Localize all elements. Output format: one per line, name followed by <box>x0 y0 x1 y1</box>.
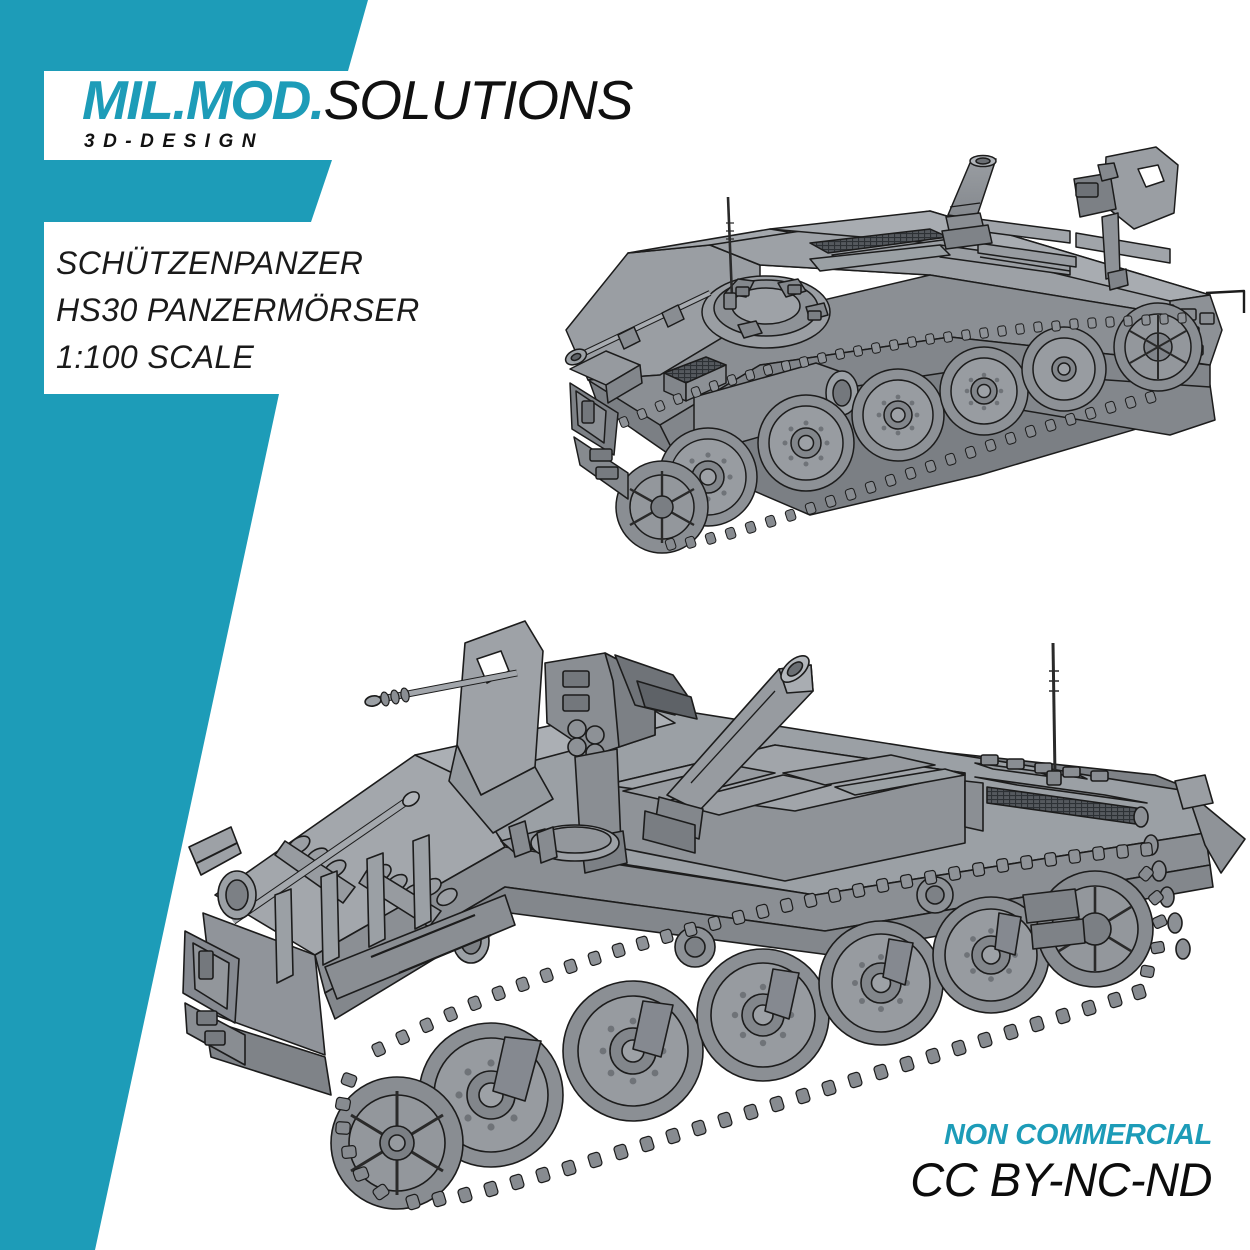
title-line-variant: HS30 PANZERMÖRSER <box>56 292 420 328</box>
logo-subtitle: 3D-DESIGN <box>84 131 264 152</box>
tank-render-front-view <box>182 620 1246 1211</box>
license-notice: NON COMMERCIAL CC BY-NC-ND <box>910 1118 1212 1208</box>
logo-wordmark-accent: MIL.MOD. <box>82 69 325 131</box>
title-line-scale: 1:100 SCALE <box>56 339 255 375</box>
license-code-label: CC BY-NC-ND <box>910 1153 1212 1206</box>
license-usage-label: NON COMMERCIAL <box>943 1119 1212 1151</box>
accent-column-upper <box>0 71 44 160</box>
accent-band-mid <box>0 160 332 222</box>
title-line-subject: SCHÜTZENPANZER <box>56 245 364 281</box>
brand-logo: MIL.MOD.SOLUTIONS 3D-DESIGN <box>44 70 684 160</box>
logo-wordmark-dark: SOLUTIONS <box>323 69 634 131</box>
accent-band-top <box>0 0 368 71</box>
accent-column-lower <box>0 222 44 394</box>
tank-render-rear-view <box>564 146 1246 554</box>
model-title: SCHÜTZENPANZER HS30 PANZERMÖRSER 1:100 S… <box>56 240 576 381</box>
logo-wordmark: MIL.MOD.SOLUTIONS <box>44 70 684 130</box>
